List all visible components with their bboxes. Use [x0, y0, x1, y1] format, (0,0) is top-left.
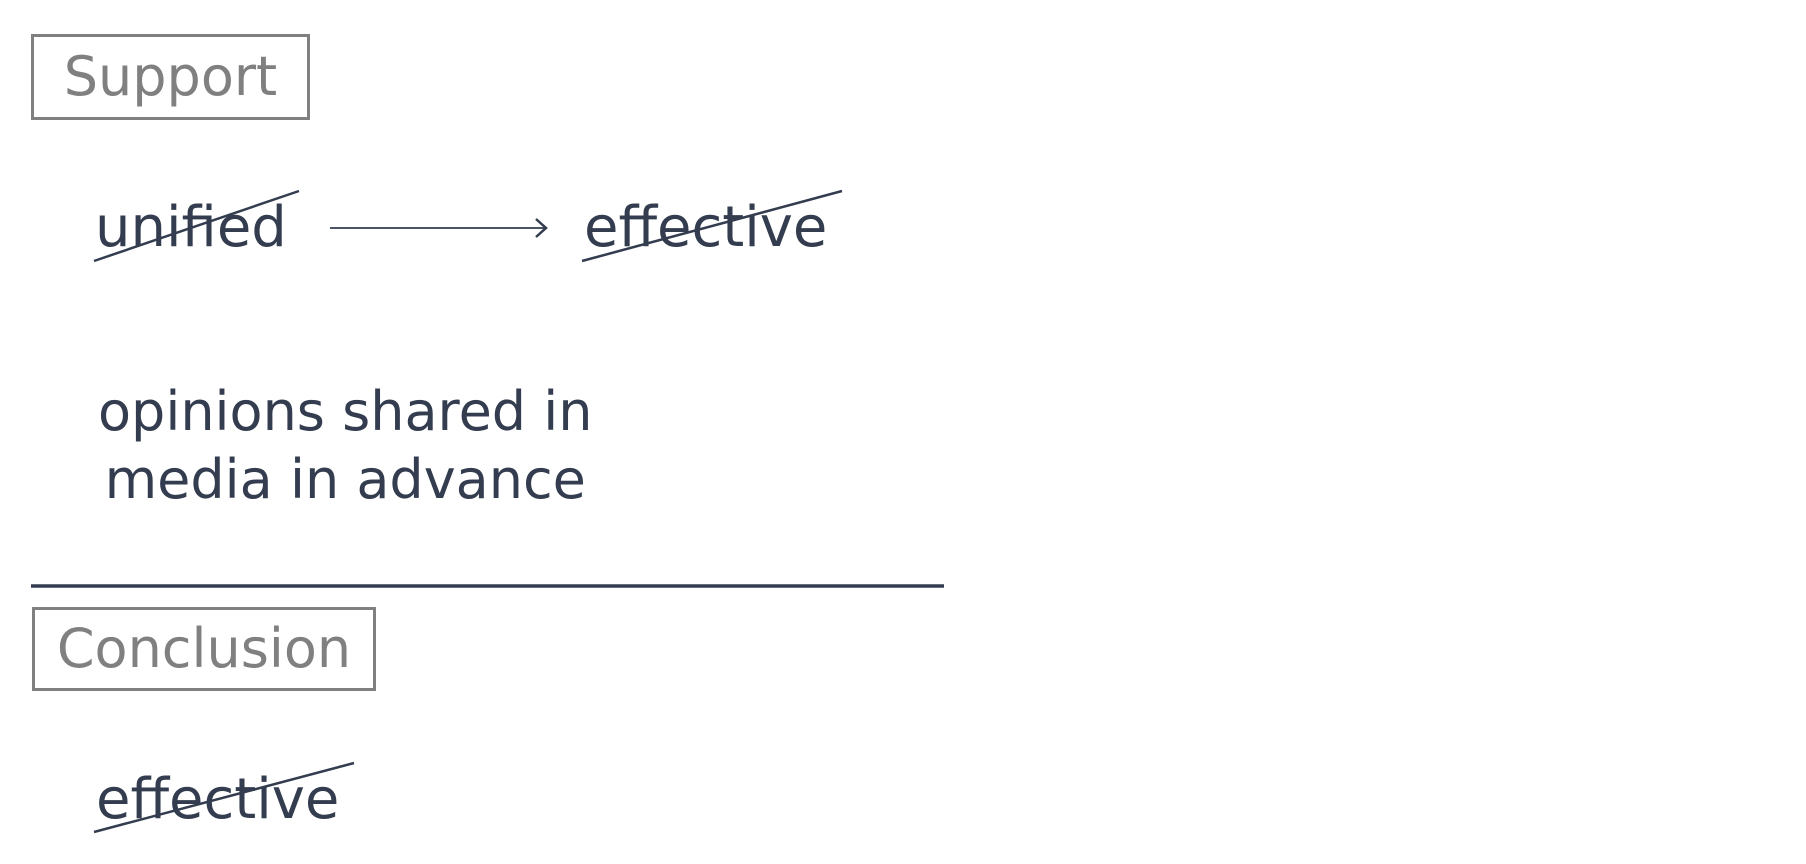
- strike-unified: [93, 189, 300, 263]
- support-label: Support: [31, 34, 310, 120]
- note-line-2: media in advance: [104, 448, 586, 511]
- conclusion-label-text: Conclusion: [56, 617, 352, 680]
- support-note: opinions shared in media in advance: [98, 378, 592, 514]
- strike-effective-support: [581, 189, 843, 263]
- arrow-icon: [330, 218, 548, 238]
- conclusion-label: Conclusion: [32, 607, 376, 691]
- support-label-text: Support: [63, 45, 278, 108]
- note-line-1: opinions shared in: [98, 380, 593, 443]
- strike-effective-conclusion: [93, 761, 355, 834]
